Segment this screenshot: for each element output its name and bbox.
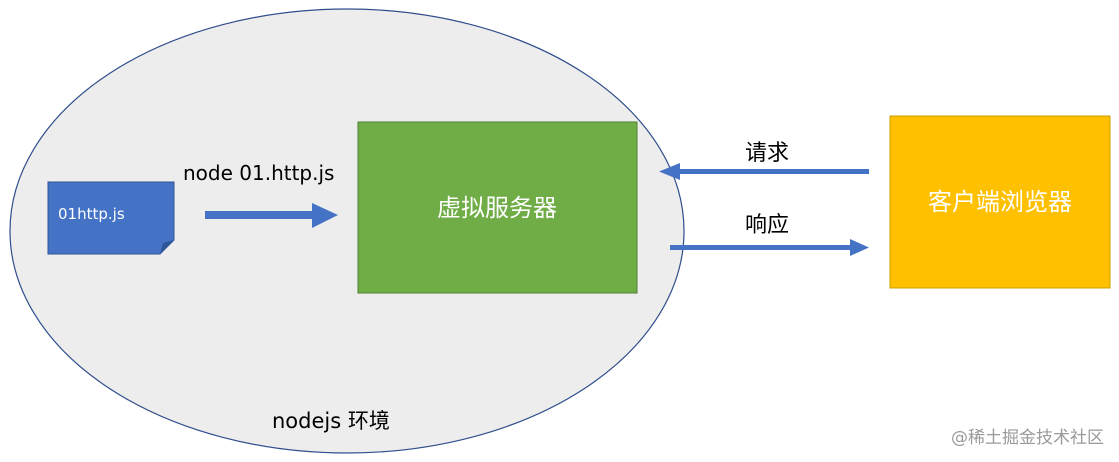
request-label: 请求 [745, 141, 789, 166]
client-browser-box: 客户端浏览器 [889, 115, 1111, 289]
response-arrow [670, 239, 869, 256]
client-browser-label: 客户端浏览器 [928, 188, 1072, 216]
run-arrow [205, 203, 338, 228]
virtual-server-label: 虚拟服务器 [437, 194, 557, 222]
watermark-text: @稀土掘金技术社区 [951, 428, 1104, 448]
nodejs-environment-ellipse [9, 8, 685, 454]
file-fold-corner [160, 240, 174, 254]
response-label: 响应 [745, 213, 789, 238]
virtual-server-box: 虚拟服务器 [357, 121, 638, 294]
command-label: node 01.http.js [183, 161, 334, 185]
request-arrow [659, 163, 869, 180]
file-document-icon: 01http.js [47, 181, 175, 255]
file-label: 01http.js [58, 205, 125, 223]
environment-label: nodejs 环境 [272, 409, 390, 433]
